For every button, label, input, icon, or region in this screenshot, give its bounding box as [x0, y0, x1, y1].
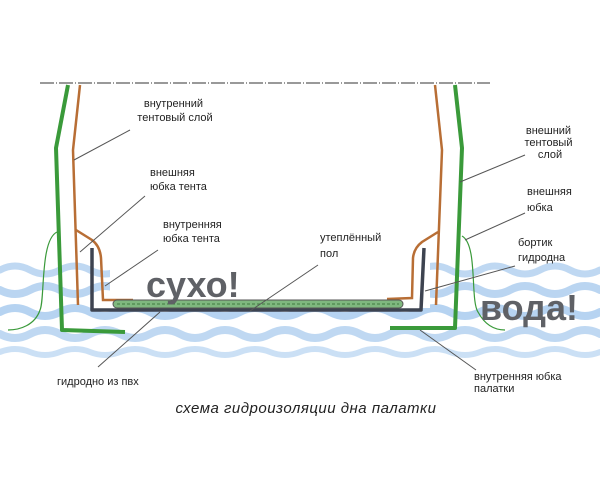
pvc-bathtub-floor — [90, 247, 426, 312]
outer-skirt-right — [461, 235, 506, 331]
inner-tent-layer-left — [71, 84, 82, 306]
label-outer-tent-layer: внешний тентовый слой — [524, 125, 575, 161]
label-pvc-bathtub-floor: гидродно из пвх — [57, 376, 139, 388]
inner-tent-layer-right — [433, 84, 444, 306]
inner-tent-skirt-left — [75, 228, 133, 302]
water-text: вода! — [480, 287, 578, 328]
dry-text: сухо! — [146, 264, 240, 305]
label-inner-tent-skirt: внутренняя юбка тента — [163, 219, 225, 245]
label-insulated-floor: утеплённый пол — [320, 232, 384, 260]
diagram-caption: схема гидроизоляции дна палатки — [176, 400, 437, 417]
label-outer-tent-skirt: внешняя юбка тента — [150, 167, 208, 193]
outer-skirt-left — [7, 231, 58, 331]
outer-tent-layer-left — [54, 84, 126, 334]
inner-tent-skirt-right — [386, 230, 439, 301]
label-bathtub-rim: бортик гидродна — [518, 237, 566, 264]
label-inner-tent-skirt-bottom: внутренняя юбка палатки — [474, 371, 565, 395]
outer-tent-layer-right — [390, 84, 464, 330]
label-outer-skirt: внешняя юбка — [527, 186, 575, 214]
label-inner-tent-layer: внутренний тентовый слой — [137, 98, 212, 124]
leader-lines — [73, 129, 526, 371]
